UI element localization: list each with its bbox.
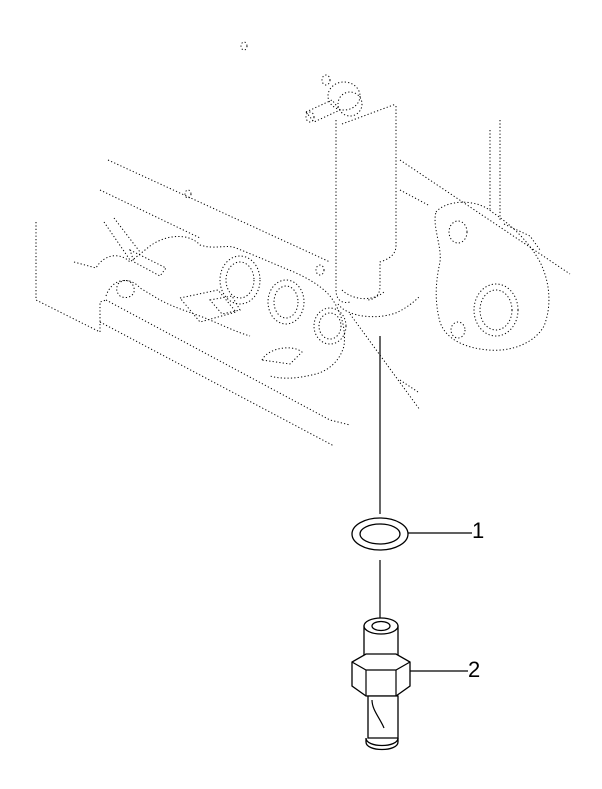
callout-number-2: 2 xyxy=(468,657,481,682)
washer-part xyxy=(351,517,409,551)
callout-number-1: 1 xyxy=(472,518,485,543)
engine-block-outline xyxy=(35,41,571,447)
fitting-part xyxy=(351,617,411,751)
